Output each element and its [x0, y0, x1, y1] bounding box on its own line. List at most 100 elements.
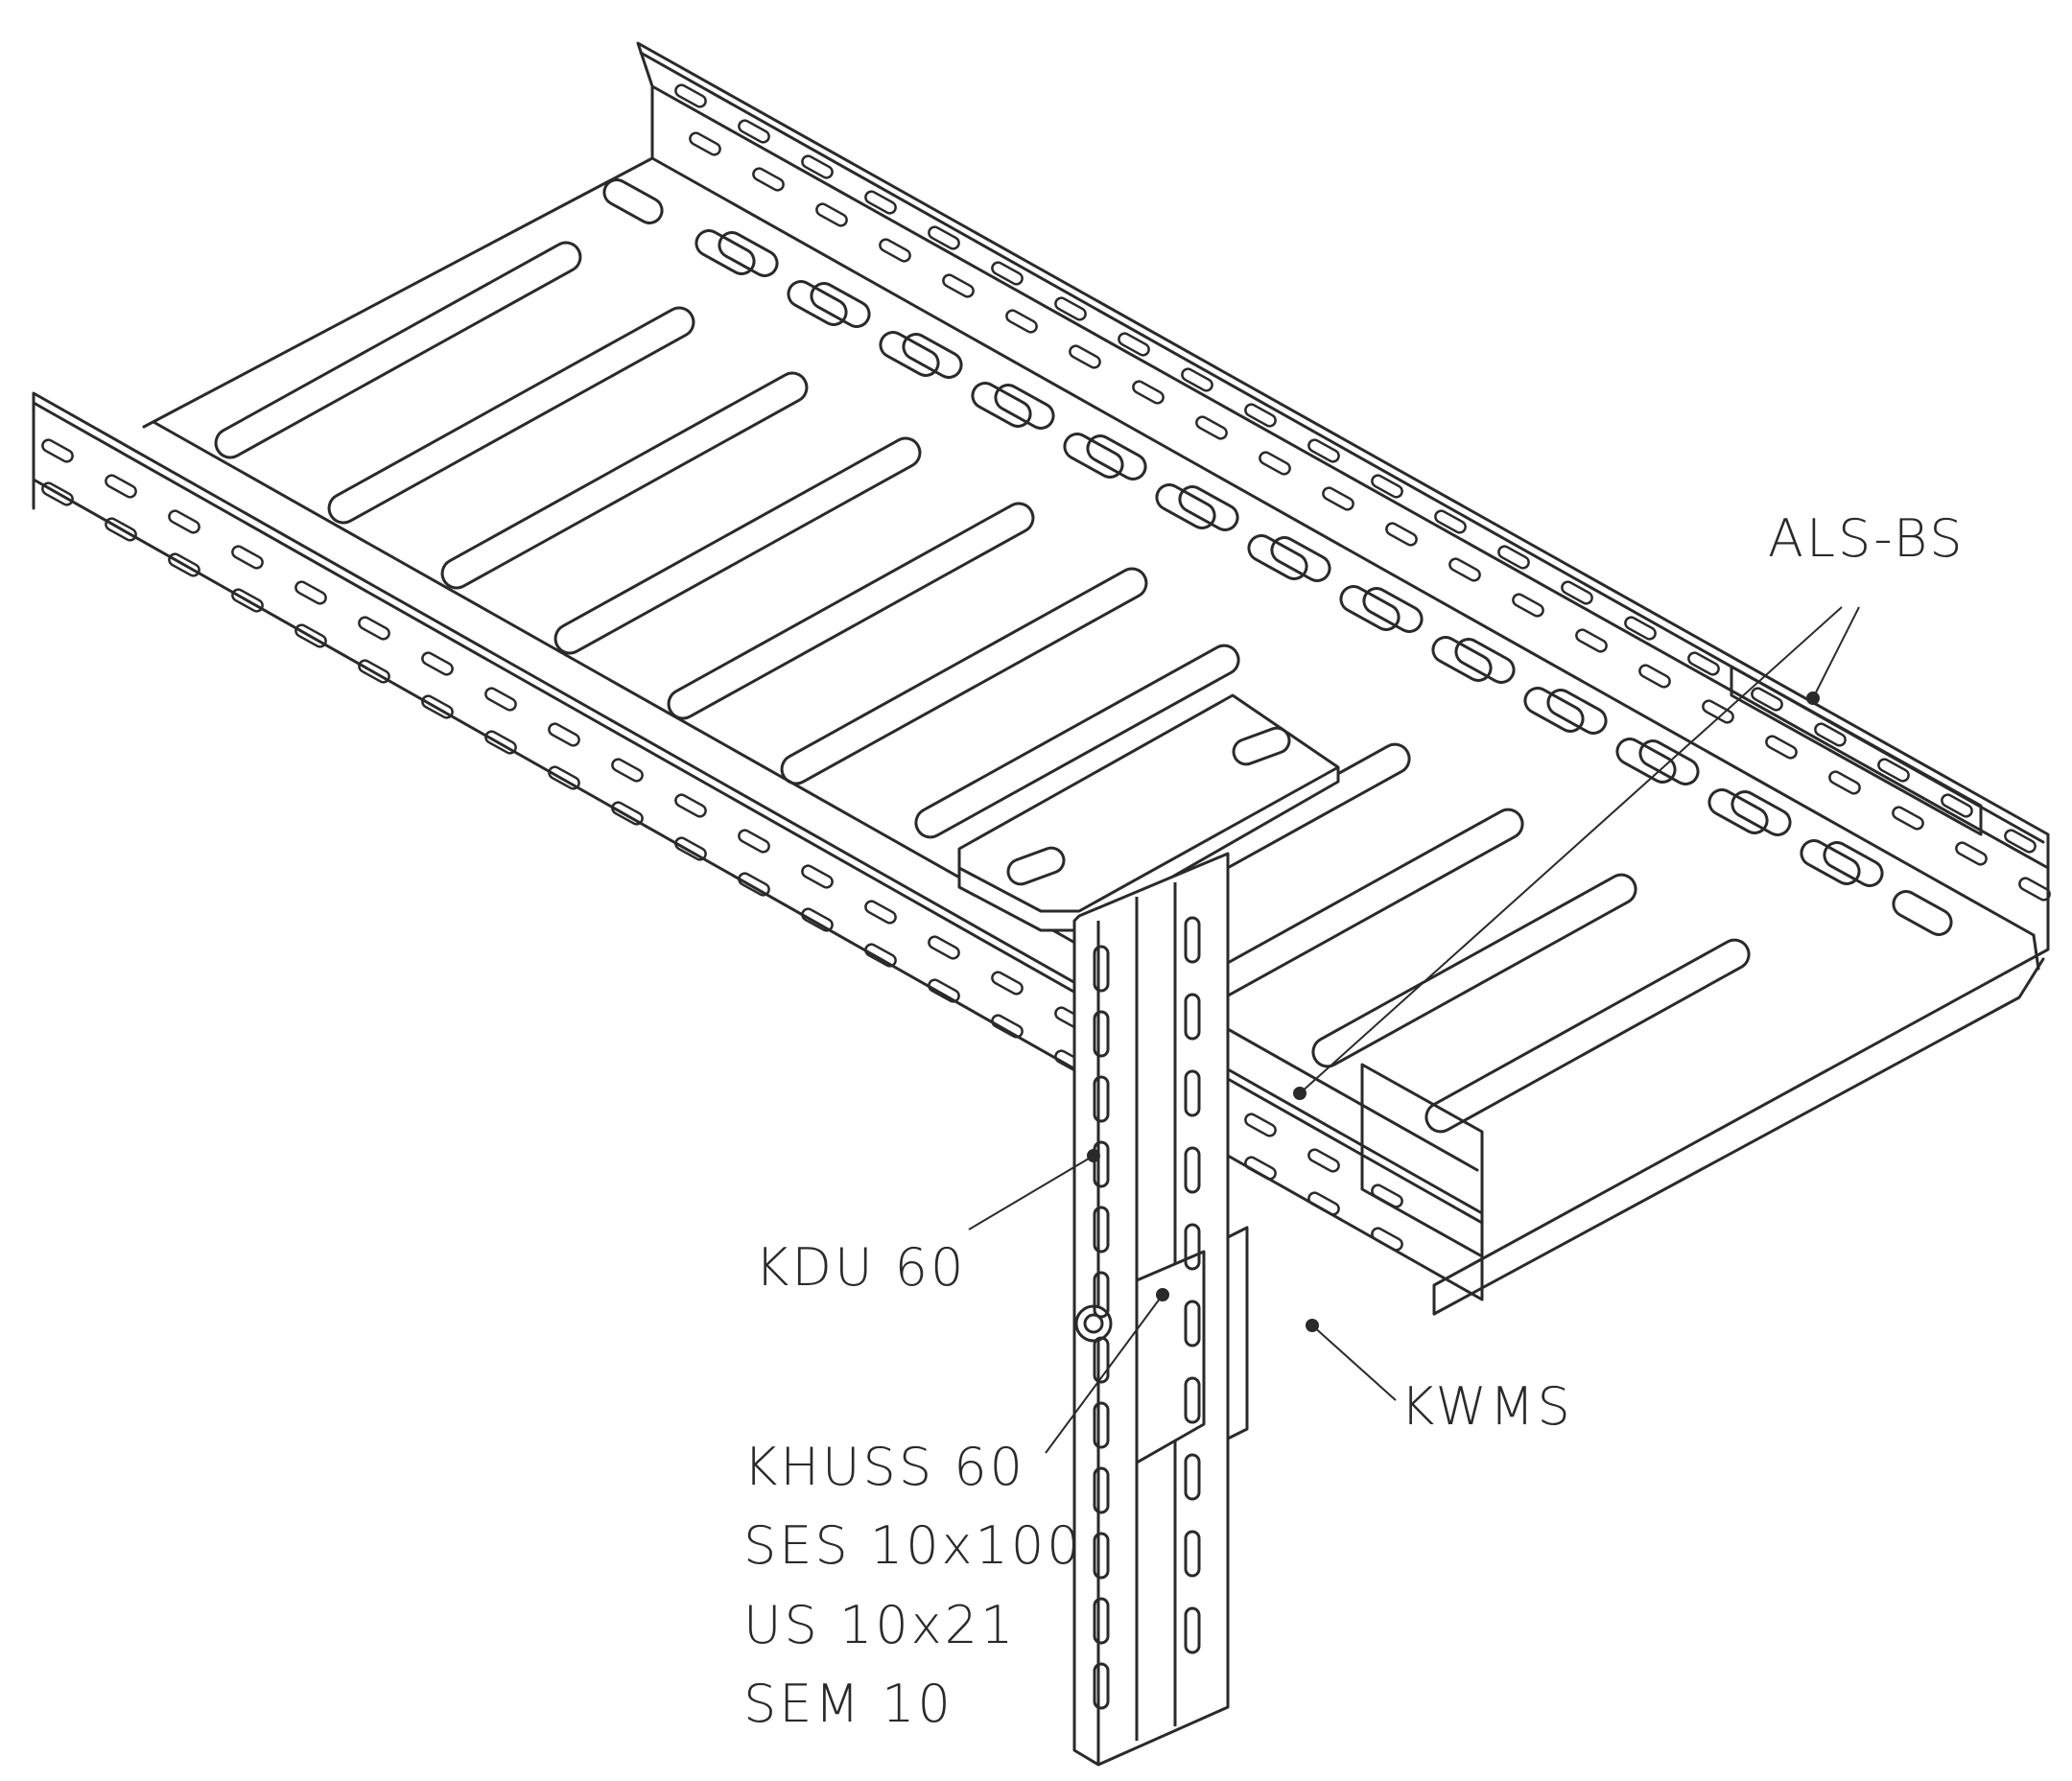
back-wall-slot — [1638, 664, 1671, 689]
cable-tray — [32, 41, 2050, 1316]
channel-slot — [1093, 1532, 1110, 1580]
leader-dot — [1293, 1087, 1307, 1100]
floor-short-slot — [1155, 483, 1216, 529]
channel-slot — [1093, 1466, 1110, 1514]
floor-short-slot — [1362, 587, 1424, 633]
front-wall-slot — [41, 438, 74, 463]
back-wall-slot — [1497, 545, 1530, 570]
channel-slot — [1093, 1271, 1110, 1319]
floor-long-slot — [1311, 873, 1637, 1068]
front-wall-slot — [168, 552, 200, 577]
leader-dot — [1306, 1319, 1319, 1332]
front-wall-slot — [484, 687, 517, 712]
channel-slot — [1093, 1010, 1110, 1058]
front-wall-slot — [548, 765, 580, 790]
channel-slots — [1093, 916, 1201, 1710]
back-wall-slot — [1892, 806, 1924, 831]
front-wall-slot — [611, 801, 644, 826]
floor-short-slot — [902, 333, 963, 379]
floor-long-slot — [914, 644, 1240, 839]
back-wall-slot — [991, 261, 1024, 286]
floor-long-slot — [667, 502, 1035, 720]
back-wall-slot — [1259, 451, 1291, 476]
channel-slot — [1184, 1069, 1201, 1117]
back-wall-slot — [674, 83, 707, 108]
front-wall-slot — [864, 943, 897, 968]
back-wall-slot — [1877, 758, 1910, 783]
channel-slot — [1093, 1140, 1110, 1188]
floor-short-slot — [1546, 689, 1608, 735]
back-wall-slot — [928, 225, 960, 250]
front-wall-slot — [41, 481, 74, 506]
floor-short-slot — [695, 229, 756, 275]
label-khuss-60: KHUSS 60 — [743, 1437, 1025, 1497]
back-wall-slot — [1371, 474, 1403, 499]
back-wall-slot — [1069, 344, 1101, 369]
leader-dot — [1087, 1149, 1100, 1162]
channel-slot — [1184, 1300, 1201, 1347]
back-wall-slot — [1322, 486, 1354, 511]
channel-slot — [1184, 1223, 1201, 1271]
front-wall-slot — [421, 651, 454, 676]
back-wall-slot — [1448, 557, 1481, 582]
channel-slot — [1184, 1146, 1201, 1194]
back-wall-slot — [801, 154, 834, 179]
front-wall-slot — [1244, 1156, 1277, 1181]
floor-long-slot — [440, 371, 809, 590]
leader-als-bs-2 — [1299, 606, 1843, 1094]
back-wall-slot — [1195, 415, 1228, 440]
label-ses: SES 10x100 — [743, 1515, 1083, 1576]
channel-slot — [1184, 916, 1201, 964]
back-wall-slot — [2018, 877, 2051, 902]
floor-short-slot — [1270, 536, 1331, 582]
back-wall-slot — [815, 202, 848, 227]
front-wall-slot — [738, 872, 770, 897]
leader-dot — [1156, 1288, 1169, 1301]
back-wall-slot — [1434, 509, 1467, 534]
front-wall-slot — [991, 1014, 1024, 1039]
floor-short-slot — [1431, 636, 1493, 682]
front-wall-slot — [674, 793, 707, 818]
back-wall-slot — [1118, 332, 1150, 357]
channel-slot — [1184, 993, 1201, 1041]
front-wall-slot — [1244, 1113, 1277, 1137]
side-wall-slots — [41, 83, 2051, 1252]
floor-long-slot — [214, 241, 582, 459]
back-wall-slot — [1687, 651, 1720, 676]
back-wall-slot — [942, 273, 975, 298]
front-wall-slot — [864, 900, 897, 925]
channel-slot — [1184, 1530, 1201, 1578]
channel-slot — [1093, 1206, 1110, 1254]
back-wall-slot — [1828, 770, 1861, 795]
front-wall-slot — [674, 836, 707, 861]
back-wall-slot — [1385, 522, 1418, 547]
back-wall-slot — [689, 131, 721, 156]
floor-short-slot — [1523, 687, 1585, 733]
floor-long-slot — [1424, 938, 1751, 1134]
floor-short-slot — [994, 384, 1055, 430]
back-wall-slot — [1624, 616, 1657, 641]
floor-short-slot — [1178, 485, 1239, 531]
leader-kwms — [1311, 1324, 1397, 1401]
tray-floor-back-edge — [142, 156, 654, 429]
back-wall-slot — [864, 190, 897, 215]
front-wall-slot — [548, 722, 580, 747]
back-wall-slot — [1751, 687, 1783, 712]
front-wall-slot — [105, 517, 137, 542]
floor-short-slot — [1247, 534, 1308, 580]
front-wall-slot — [1371, 1183, 1403, 1208]
back-wall-slot — [1765, 735, 1798, 760]
channel-slot — [1184, 1376, 1201, 1424]
floor-long-slot — [553, 436, 922, 655]
back-wall-slot — [1181, 367, 1213, 392]
front-wall-slot — [991, 971, 1024, 996]
back-wall-slot — [2004, 829, 2037, 854]
leader-dot — [1806, 691, 1820, 705]
floor-long-slot — [327, 306, 695, 525]
floor-short-slot — [718, 231, 779, 277]
leader-kdu-60 — [968, 1155, 1095, 1230]
plate-slot — [1232, 726, 1291, 766]
floor-short-slot — [1615, 738, 1677, 784]
label-us: US 10x21 — [743, 1595, 1017, 1655]
